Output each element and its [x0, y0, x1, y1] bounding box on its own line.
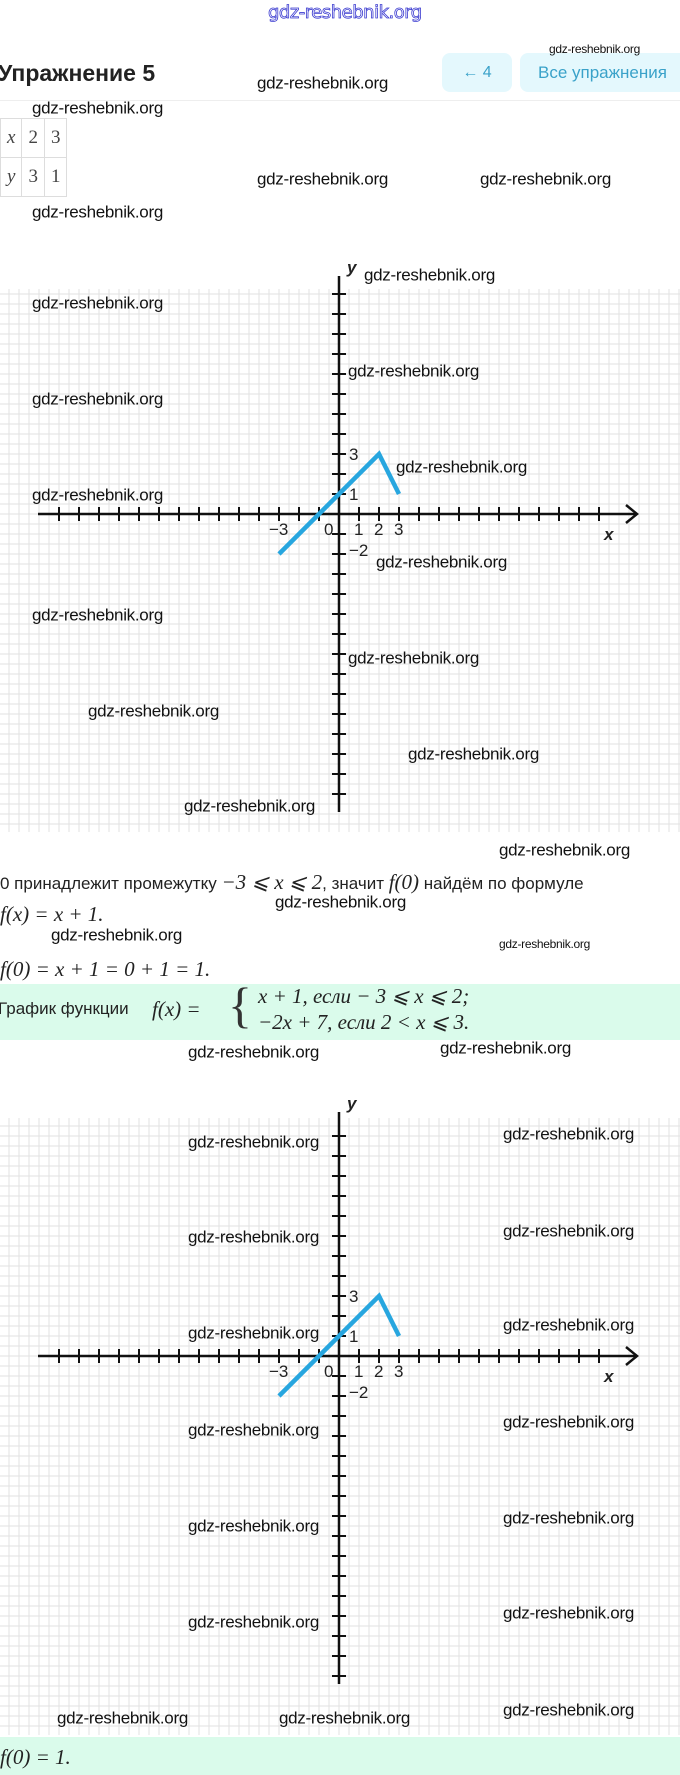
solution-line-2: f(x) = x + 1. — [0, 902, 104, 927]
graph-label: График функции — [0, 999, 129, 1018]
watermark: gdz-reshebnik.org — [32, 389, 163, 409]
watermark: gdz-reshebnik.org — [396, 457, 527, 477]
watermark: gdz-reshebnik.org — [503, 1700, 634, 1720]
graph-description-band — [0, 984, 680, 1040]
case-1: x + 1, если − 3 ⩽ x ⩽ 2; — [258, 984, 469, 1009]
function-line — [277, 1292, 402, 1398]
x-tick-label: 0 — [324, 1362, 333, 1381]
divider — [0, 100, 680, 101]
y-tick-label: −2 — [349, 1383, 368, 1402]
math: f(0) = x + 1 = 0 + 1 = 1. — [0, 957, 211, 981]
case-2: −2x + 7, если 2 < x ⩽ 3. — [258, 1010, 469, 1035]
watermark: gdz-reshebnik.org — [188, 1227, 319, 1247]
x-tick-label: 2 — [374, 520, 383, 539]
watermark: gdz-reshebnik.org — [348, 648, 479, 668]
watermark: gdz-reshebnik.org — [503, 1508, 634, 1528]
table-cell: 1 — [43, 157, 68, 197]
watermark: gdz-reshebnik.org — [32, 202, 163, 222]
text: 0 принадлежит промежутку — [0, 874, 217, 893]
answer-band — [0, 1737, 680, 1775]
x-axis-label: x — [603, 525, 615, 544]
x-tick-label: −3 — [269, 520, 288, 539]
watermark: gdz-reshebnik.org — [503, 1124, 634, 1144]
watermark: gdz-reshebnik.org — [503, 1412, 634, 1432]
all-exercises-button[interactable]: Все упражнения — [520, 53, 680, 92]
watermark: gdz-reshebnik.org — [364, 265, 495, 285]
math: f(x) = — [152, 997, 201, 1021]
x-tick-label: 0 — [324, 520, 333, 539]
watermark: gdz-reshebnik.org — [188, 1323, 319, 1343]
y-tick-label: 3 — [349, 1287, 358, 1306]
text: найдём по формуле — [423, 874, 584, 893]
watermark: gdz-reshebnik.org — [503, 1315, 634, 1335]
watermark: gdz-reshebnik.org — [503, 1221, 634, 1241]
solution-line-3: f(0) = x + 1 = 0 + 1 = 1. — [0, 957, 210, 982]
watermark: gdz-reshebnik.org — [549, 42, 640, 56]
x-tick-label: 3 — [394, 520, 403, 539]
watermark: gdz-reshebnik.org — [188, 1420, 319, 1440]
watermark: gdz-reshebnik.org — [32, 485, 163, 505]
watermark: gdz-reshebnik.org — [184, 796, 315, 816]
math: −2x + 7, если 2 < x ⩽ 3. — [258, 1010, 470, 1034]
x-axis-arrow — [625, 1346, 639, 1366]
function-line — [277, 450, 402, 556]
math: f(0) = 1. — [0, 1745, 71, 1769]
x-axis-arrow — [625, 504, 639, 524]
x-tick-label: 1 — [354, 1362, 363, 1381]
math: f(x) = x + 1. — [0, 902, 104, 926]
table-row: y 3 1 — [0, 157, 68, 197]
graph-fx: f(x) = — [152, 997, 201, 1022]
x-tick-label: −3 — [269, 1362, 288, 1381]
y-tick-label: −2 — [349, 541, 368, 560]
watermark: gdz-reshebnik.org — [503, 1603, 634, 1623]
watermark: gdz-reshebnik.org — [348, 361, 479, 381]
table-cell: y — [0, 157, 23, 197]
y-tick-label: 1 — [349, 485, 358, 504]
prev-exercise-button[interactable]: ← 4 — [442, 53, 512, 92]
x-tick-label: 2 — [374, 1362, 383, 1381]
x-axis-label: x — [603, 1367, 615, 1386]
math: −3 ⩽ x ⩽ 2 — [221, 870, 323, 894]
brace: { — [228, 977, 252, 1033]
watermark: gdz-reshebnik.org — [480, 169, 611, 189]
math: f(0) — [388, 870, 420, 894]
watermark: gdz-reshebnik.org — [88, 701, 219, 721]
watermark: gdz-reshebnik.org — [499, 937, 590, 951]
watermark: gdz-reshebnik.org — [440, 1038, 571, 1058]
watermark: gdz-reshebnik.org — [275, 892, 406, 912]
watermark: gdz-reshebnik.org — [51, 925, 182, 945]
y-axis-label: y — [346, 1094, 358, 1113]
watermark: gdz-reshebnik.org — [188, 1132, 319, 1152]
solution-line-1: 0 принадлежит промежутку −3 ⩽ x ⩽ 2, зна… — [0, 870, 584, 895]
watermark: gdz-reshebnik.org — [32, 293, 163, 313]
values-table: x 2 3 y 3 1 — [0, 118, 68, 197]
table-cell: x — [0, 118, 23, 158]
watermark-top: gdz-reshebnik.org — [268, 2, 423, 24]
watermark: gdz-reshebnik.org — [32, 605, 163, 625]
watermark: gdz-reshebnik.org — [188, 1612, 319, 1632]
y-tick-label: 1 — [349, 1327, 358, 1346]
watermark: gdz-reshebnik.org — [499, 840, 630, 860]
watermark: gdz-reshebnik.org — [279, 1708, 410, 1728]
watermark: gdz-reshebnik.org — [376, 552, 507, 572]
text: , значит — [322, 874, 384, 893]
y-axis-label: y — [346, 258, 358, 277]
y-tick-label: 3 — [349, 445, 358, 464]
x-tick-label: 1 — [354, 520, 363, 539]
watermark: gdz-reshebnik.org — [408, 744, 539, 764]
watermark: gdz-reshebnik.org — [32, 98, 163, 118]
watermark: gdz-reshebnik.org — [257, 73, 388, 93]
watermark: gdz-reshebnik.org — [257, 169, 388, 189]
page-title: Упражнение 5 — [0, 60, 156, 86]
math: x + 1, если − 3 ⩽ x ⩽ 2; — [258, 984, 470, 1008]
watermark: gdz-reshebnik.org — [188, 1042, 319, 1062]
watermark: gdz-reshebnik.org — [57, 1708, 188, 1728]
watermark: gdz-reshebnik.org — [188, 1516, 319, 1536]
answer: f(0) = 1. — [0, 1745, 71, 1770]
x-tick-label: 3 — [394, 1362, 403, 1381]
